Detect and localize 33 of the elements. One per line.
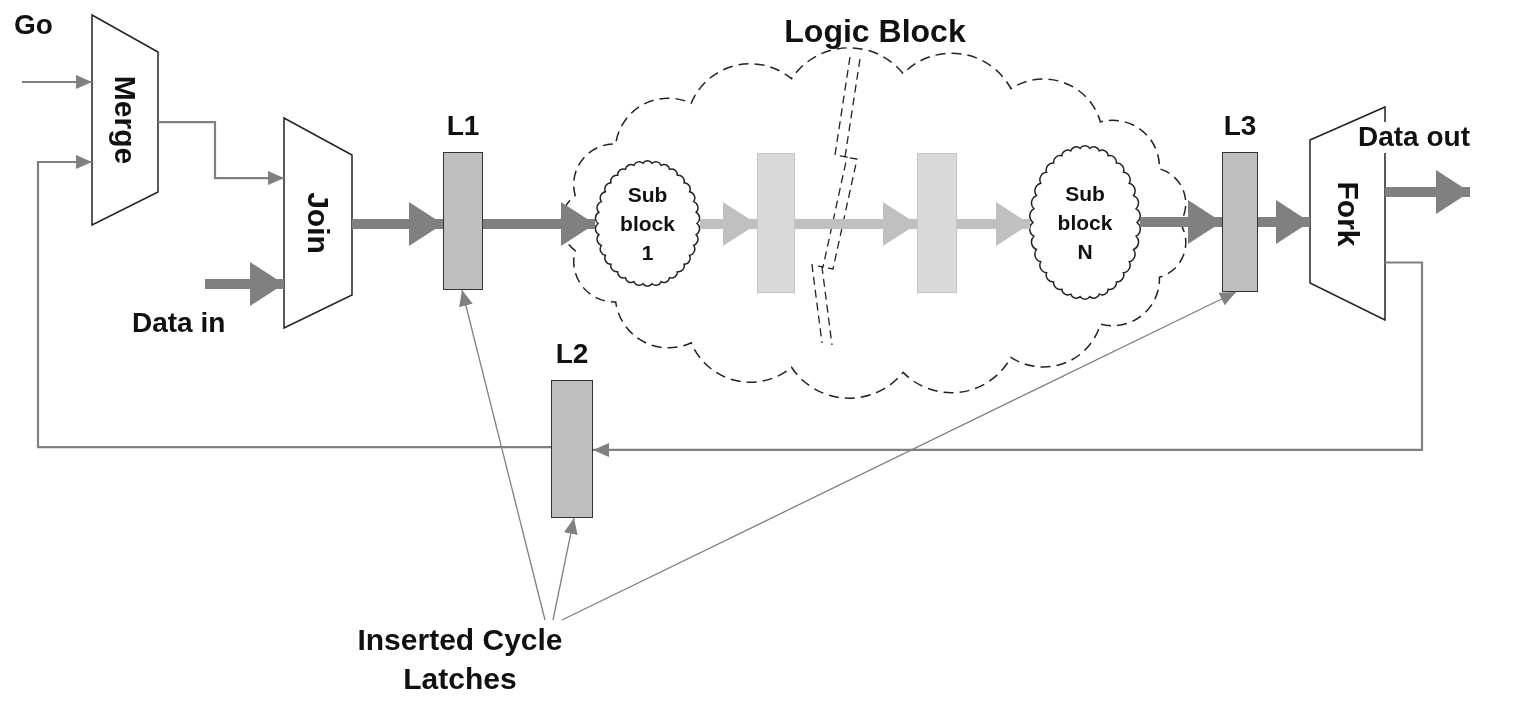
pipeline-stage <box>917 153 957 293</box>
latch-label: L3 <box>1223 110 1257 142</box>
block-label: Join <box>301 192 335 254</box>
leader-line <box>561 291 1237 621</box>
leader-line <box>552 517 578 621</box>
mux-block <box>284 118 352 328</box>
arrow <box>158 121 284 186</box>
block-label: Sub block N <box>1056 180 1114 266</box>
arrow <box>483 202 595 246</box>
arrow <box>205 262 284 306</box>
block-title: Logic Block <box>784 13 966 50</box>
arrow <box>700 202 757 246</box>
mux-block <box>92 15 158 225</box>
block-label: Sub block 1 <box>619 181 676 267</box>
pipeline-stage <box>757 153 795 293</box>
block-label: Fork <box>1330 181 1365 246</box>
callout-text: Inserted Cycle Latches <box>356 622 564 697</box>
leader-line <box>459 289 546 621</box>
sub-block-cloud <box>595 160 700 287</box>
arrow <box>1140 200 1222 244</box>
block-label: Merge <box>108 75 142 165</box>
arrow <box>36 155 551 449</box>
arrow <box>1258 200 1310 244</box>
arrow <box>22 75 92 89</box>
sub-block-cloud <box>1030 145 1140 300</box>
arrow <box>1385 170 1470 214</box>
edge-label: Data out <box>1358 122 1470 153</box>
latch-label: L1 <box>446 110 480 142</box>
arrow <box>957 202 1030 246</box>
arrow <box>352 202 443 246</box>
arrow <box>593 261 1424 457</box>
arrow <box>795 202 917 246</box>
latch-label: L2 <box>555 338 589 370</box>
